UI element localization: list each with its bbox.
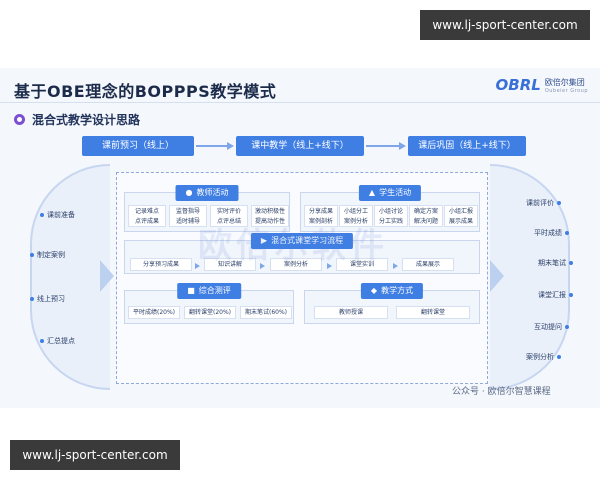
people-icon: ● bbox=[185, 188, 193, 197]
teacher-activity-box: ●教师活动 记录难点点评成果 监督指导适时辅导 实时评价点评总结 激动积极性提高… bbox=[124, 185, 290, 232]
right-item: 案例分析 bbox=[526, 352, 561, 362]
left-item: 汇总提点 bbox=[40, 336, 75, 346]
flow-arrow-icon bbox=[260, 263, 265, 269]
left-item: 线上预习 bbox=[30, 294, 65, 304]
logo-name-cn: 欧倍尔集团 bbox=[544, 77, 585, 87]
teacher-cell: 实时评价点评总结 bbox=[210, 205, 248, 227]
student-activity-header: ▲学生活动 bbox=[358, 185, 422, 201]
ghost-watermark: 欧倍尔软件 bbox=[198, 226, 388, 266]
student-cell: 小组讨论分工实践 bbox=[374, 205, 408, 227]
phase-pre-class: 课前预习（线上） bbox=[82, 136, 194, 156]
method-item: 教师授课 bbox=[314, 306, 388, 319]
student-icon: ▲ bbox=[368, 188, 376, 197]
slide: 基于OBE理念的BOPPPS教学模式 OBRL 欧倍尔集团 Oubeier Gr… bbox=[0, 68, 600, 408]
subtitle-bullet-icon bbox=[14, 114, 25, 125]
section-subtitle: 混合式教学设计思路 bbox=[32, 113, 141, 127]
flow-arrow-icon bbox=[393, 263, 398, 269]
teacher-cell: 激动积极性提高动作性 bbox=[251, 205, 289, 227]
slide-title: 基于OBE理念的BOPPPS教学模式 bbox=[14, 82, 277, 101]
source-credit: 公众号 · 欧倍尔智慧课程 bbox=[452, 387, 551, 397]
flow-step: 课堂实训 bbox=[336, 258, 388, 271]
phase-in-class: 课中教学（线上+线下） bbox=[236, 136, 364, 156]
left-chevron-icon bbox=[100, 260, 114, 292]
logo-name-en: Oubeier Group bbox=[544, 87, 588, 94]
assessment-header: ■综合测评 bbox=[177, 283, 241, 299]
assessment-item: 期末笔试(60%) bbox=[240, 306, 292, 319]
teacher-cell: 监督指导适时辅导 bbox=[169, 205, 207, 227]
right-item: 课前评价 bbox=[526, 198, 561, 208]
right-item: 课堂汇报 bbox=[538, 290, 573, 300]
left-arc bbox=[30, 164, 110, 390]
left-item: 制定案例 bbox=[30, 250, 65, 260]
flow-icon: ▶ bbox=[260, 236, 268, 245]
phase-arrow-icon bbox=[196, 142, 234, 150]
teacher-cell: 记录难点点评成果 bbox=[128, 205, 166, 227]
student-activity-box: ▲学生活动 分享成果案例剖析 小组分工案例分析 小组讨论分工实践 确定方案解决问… bbox=[300, 185, 480, 232]
student-cell: 小组汇报展示成果 bbox=[444, 205, 478, 227]
watermark-bottom[interactable]: www.lj-sport-center.com bbox=[10, 440, 180, 470]
assessment-item: 平时成绩(20%) bbox=[128, 306, 180, 319]
method-item: 翻转课堂 bbox=[396, 306, 470, 319]
title-divider bbox=[0, 102, 600, 103]
student-cell: 确定方案解决问题 bbox=[409, 205, 443, 227]
assessment-item: 翻转课堂(20%) bbox=[184, 306, 236, 319]
left-item: 课前准备 bbox=[40, 210, 75, 220]
method-icon: ◆ bbox=[370, 286, 378, 295]
brand-logo: OBRL 欧倍尔集团 Oubeier Group bbox=[496, 76, 588, 94]
right-item: 互动提问 bbox=[534, 322, 569, 332]
right-chevron-icon bbox=[490, 260, 504, 292]
flow-header: ▶混合式课堂学习流程 bbox=[250, 233, 354, 249]
flow-step: 分享预习成果 bbox=[130, 258, 192, 271]
chart-icon: ■ bbox=[187, 286, 195, 295]
method-header: ◆教学方式 bbox=[360, 283, 424, 299]
teacher-activity-header: ●教师活动 bbox=[175, 185, 239, 201]
student-cell: 分享成果案例剖析 bbox=[304, 205, 338, 227]
flow-arrow-icon bbox=[195, 263, 200, 269]
flow-step: 成果展示 bbox=[402, 258, 454, 271]
right-item: 期末笔试 bbox=[538, 258, 573, 268]
phase-arrow-icon bbox=[366, 142, 406, 150]
flow-arrow-icon bbox=[327, 263, 332, 269]
right-item: 平时成绩 bbox=[534, 228, 569, 238]
flow-step: 案例分析 bbox=[270, 258, 322, 271]
logo-mark: OBRL bbox=[495, 76, 541, 94]
flow-step: 知识讲解 bbox=[204, 258, 256, 271]
watermark-top[interactable]: www.lj-sport-center.com bbox=[420, 10, 590, 40]
logo-text: 欧倍尔集团 Oubeier Group bbox=[545, 77, 588, 94]
student-cell: 小组分工案例分析 bbox=[339, 205, 373, 227]
phase-post-class: 课后巩固（线上+线下） bbox=[408, 136, 526, 156]
